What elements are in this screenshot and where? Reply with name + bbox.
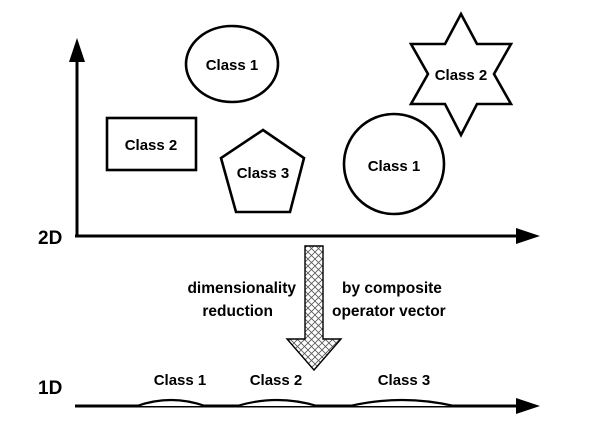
circle-class-1: Class 1 xyxy=(342,112,446,216)
rectangle-class-2: Class 2 xyxy=(105,116,198,172)
x-axis-arrowhead xyxy=(516,228,540,244)
axis-label-1d: 1D xyxy=(38,378,62,399)
caption-right-line-1: by composite xyxy=(342,280,442,297)
pentagon-shape xyxy=(219,128,306,214)
ellipse-class-1: Class 1 xyxy=(184,24,280,104)
label-1d-class-1: Class 1 xyxy=(154,372,207,389)
reduction-arrow xyxy=(285,245,343,372)
arc-class-3 xyxy=(349,398,455,408)
axes-2d: 2D xyxy=(38,38,540,249)
arc-class-2 xyxy=(236,398,318,408)
label-1d-class-3: Class 3 xyxy=(378,372,431,389)
axis-label-2d: 2D xyxy=(38,228,62,249)
ellipse-shape xyxy=(184,24,280,104)
pentagon-label: Class 3 xyxy=(237,165,290,182)
rectangle-label: Class 2 xyxy=(125,137,178,154)
label-1d-class-2: Class 2 xyxy=(250,372,303,389)
caption-left-line-1: dimensionality xyxy=(187,280,296,297)
caption-left-line-2: reduction xyxy=(202,303,273,320)
star-class-2: Class 2 xyxy=(408,11,514,138)
axis-1d-arrowhead xyxy=(516,398,540,414)
star-shape xyxy=(408,11,514,138)
pentagon-class-3: Class 3 xyxy=(219,128,306,214)
arc-class-1 xyxy=(136,398,206,408)
caption-right-line-2: operator vector xyxy=(332,303,446,320)
reduction-caption-right: by composite operator vector xyxy=(332,280,446,320)
rectangle-shape xyxy=(105,116,198,172)
axis-1d: 1D Class 1 Class 2 Class 3 xyxy=(38,372,540,414)
reduction-arrow-shape xyxy=(285,245,343,372)
circle-shape xyxy=(342,112,446,216)
reduction-caption-left: dimensionality reduction xyxy=(187,280,296,320)
y-axis-arrowhead xyxy=(69,38,85,62)
ellipse-label: Class 1 xyxy=(206,57,259,74)
circle-label: Class 1 xyxy=(368,158,421,175)
star-label: Class 2 xyxy=(435,67,488,84)
